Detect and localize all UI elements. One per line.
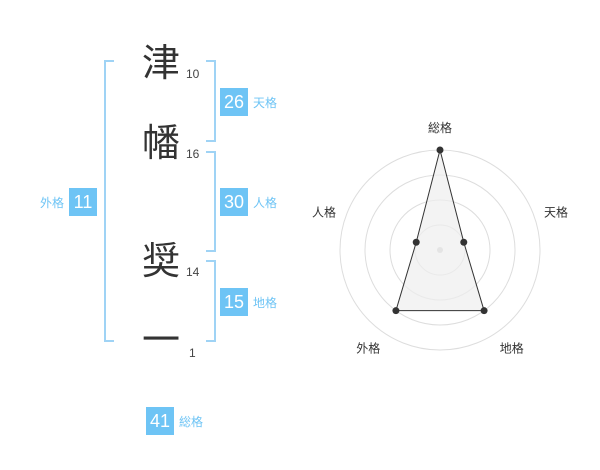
radar-axis-label: 天格 <box>544 204 568 219</box>
soukaku-label: 総格 <box>179 414 204 429</box>
radar-polygon <box>395 149 485 312</box>
gaikaku-label: 外格 <box>40 195 65 210</box>
tenkaku-bracket <box>206 60 216 142</box>
name-char-3: 奨 <box>141 239 180 283</box>
soukaku-value: 41 <box>146 407 174 435</box>
tenkaku-label: 天格 <box>253 95 278 110</box>
radar-point <box>392 307 400 315</box>
chikaku-score: 15 地格 <box>220 288 277 316</box>
chikaku-label: 地格 <box>253 295 278 310</box>
jinkaku-bracket <box>206 151 216 252</box>
stroke-count-3: 14 <box>186 265 200 279</box>
stroke-count-2: 16 <box>186 147 200 161</box>
gaikaku-score: 外格 11 <box>40 188 98 216</box>
radar-point <box>480 307 488 315</box>
radar-axis-label: 人格 <box>312 204 336 219</box>
stroke-count-1: 10 <box>186 67 200 81</box>
radar-point <box>460 238 468 246</box>
name-char-2: 幡 <box>141 121 180 165</box>
radar-shape <box>392 146 488 315</box>
jinkaku-value: 30 <box>220 188 248 216</box>
chikaku-bracket <box>206 260 216 342</box>
tenkaku-value: 26 <box>220 88 248 116</box>
jinkaku-label: 人格 <box>253 195 278 210</box>
gaikaku-value: 11 <box>69 188 98 216</box>
name-char-1: 津 <box>141 41 180 85</box>
gaikaku-bracket <box>104 60 114 342</box>
stroke-count-4: 1 <box>189 346 196 360</box>
radar-axis-label: 地格 <box>500 341 524 356</box>
radar-axis-label: 総格 <box>428 120 452 135</box>
tenkaku-score: 26 天格 <box>220 88 277 116</box>
name-char-4: 一 <box>141 318 180 362</box>
radar-point <box>436 146 444 154</box>
radar-axis-label: 外格 <box>356 341 380 356</box>
chikaku-value: 15 <box>220 288 248 316</box>
radar-point <box>412 238 420 246</box>
soukaku-score: 41 総格 <box>146 407 203 435</box>
jinkaku-score: 30 人格 <box>220 188 277 216</box>
